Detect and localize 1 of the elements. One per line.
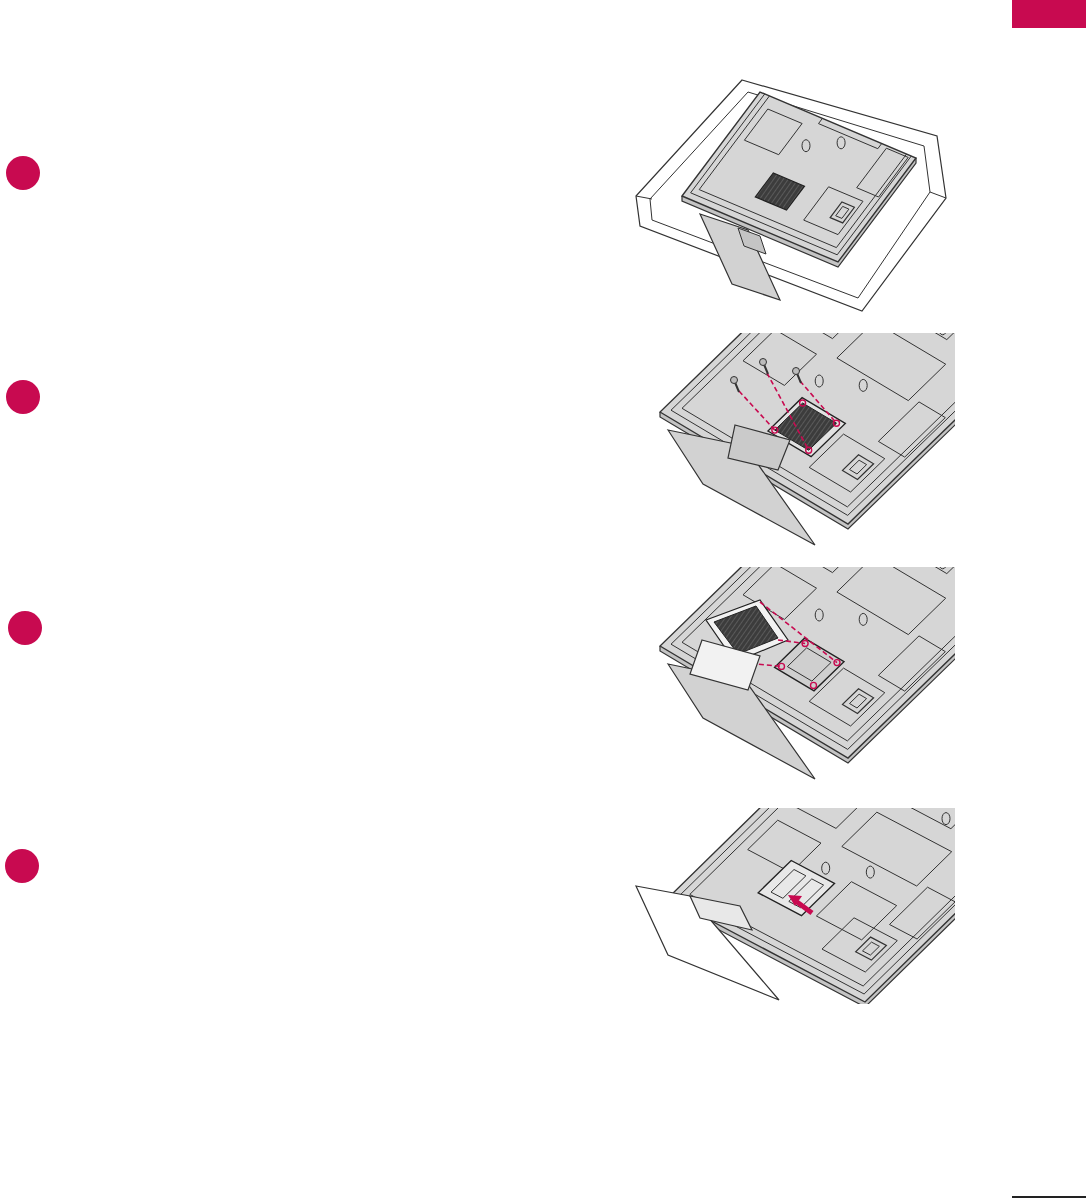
section-tab: [1012, 0, 1086, 28]
